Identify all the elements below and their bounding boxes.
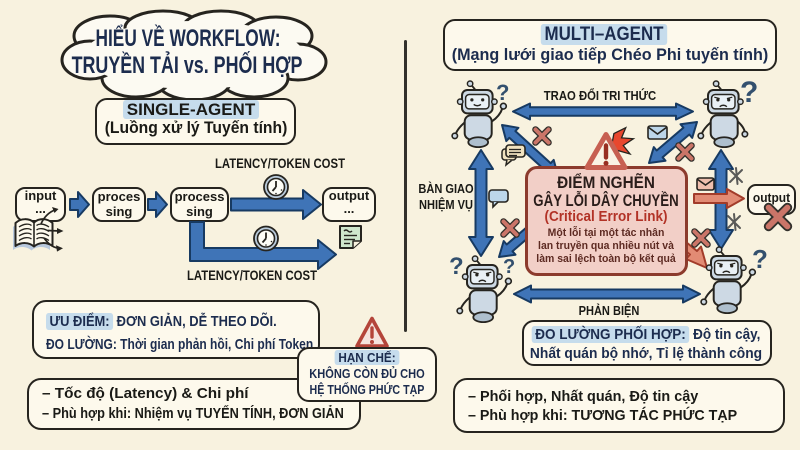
- svg-text:?: ?: [496, 80, 509, 105]
- svg-text:?: ?: [503, 256, 515, 278]
- svg-text:?: ?: [740, 76, 758, 109]
- svg-text:?: ?: [752, 244, 768, 274]
- svg-text:?: ?: [449, 253, 464, 280]
